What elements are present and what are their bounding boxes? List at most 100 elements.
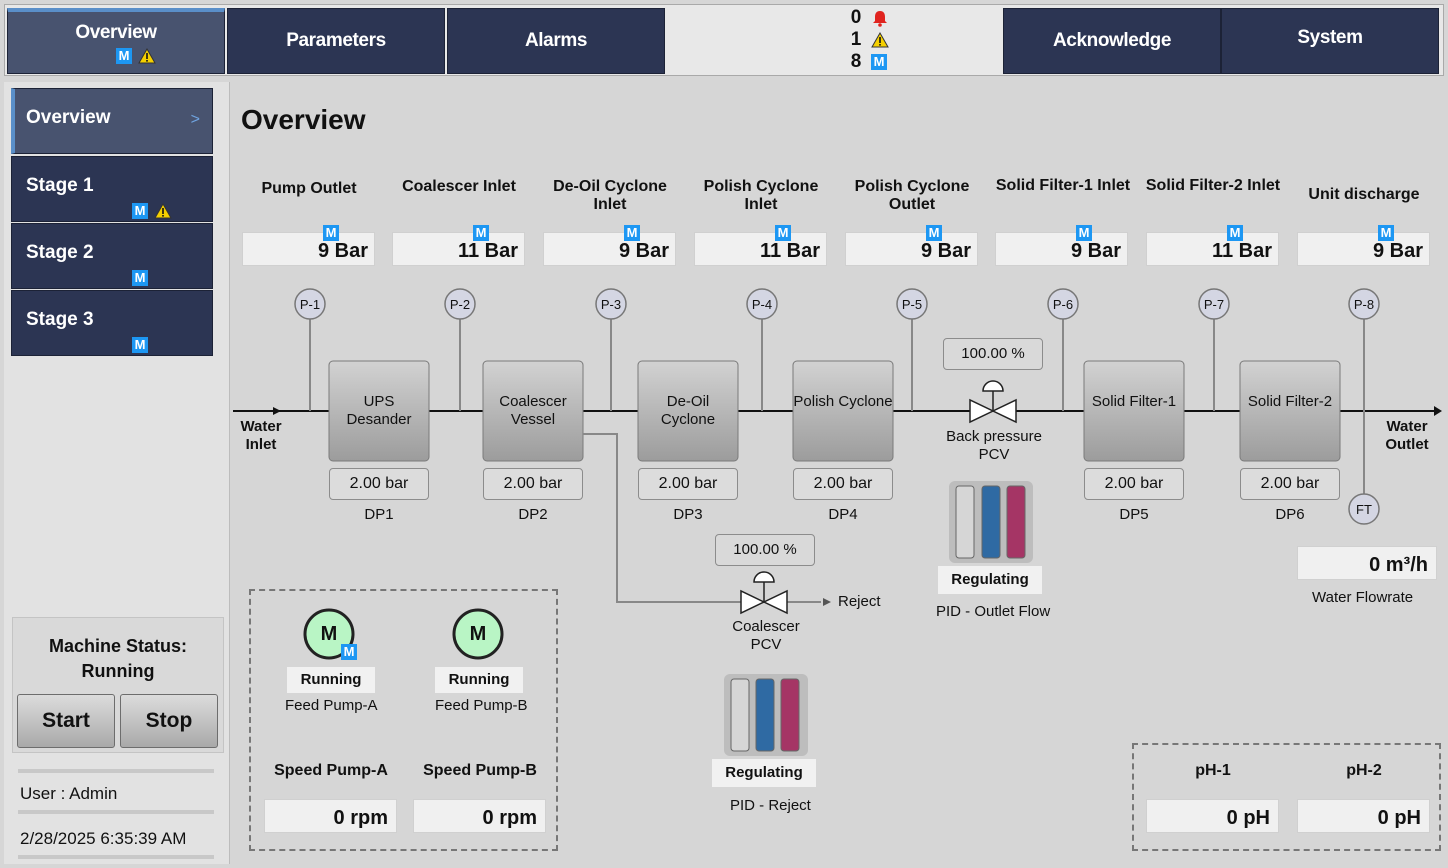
warning-icon [871, 32, 889, 48]
pump-a-motor-icon[interactable]: M [320, 623, 338, 645]
warning-icon [138, 47, 156, 63]
pid-reject-label: PID - Reject [730, 797, 811, 814]
system-label: System [1297, 27, 1363, 48]
pressure-value: 9 Bar [1070, 240, 1121, 262]
pump-b-name: Feed Pump-B [435, 697, 528, 714]
back-pressure-valve-icon [969, 380, 1017, 424]
water-outlet-label: Water Outlet [1385, 418, 1429, 453]
dp1-label: DP1 [364, 506, 394, 523]
sidebar-item-label: Overview [26, 107, 111, 128]
manual-mode-icon: M [1378, 225, 1394, 241]
coalescer-valve-icon [740, 571, 788, 615]
unit-discharge-label: Unit discharge [1308, 186, 1420, 203]
speed-pump-b-value: 0 rpm [413, 799, 546, 833]
start-button[interactable]: Start [17, 694, 115, 748]
vessel-de-oil-cyclone-label: De-Oil Cyclone [660, 393, 716, 428]
transmitter-stems [309, 319, 1365, 494]
polish-cyclone-outlet-label: Polish Cyclone Outlet [854, 178, 970, 213]
divider [18, 769, 214, 773]
stage-1-badges: M [132, 203, 172, 219]
vessel-solid-filter-1-label: Solid Filter-1 [1091, 393, 1177, 410]
sidebar-item-overview[interactable]: Overview > [11, 88, 213, 154]
dp5-value: 2.00 bar [1084, 468, 1184, 500]
ph-2-label: pH-2 [1346, 762, 1382, 779]
main-panel: Overview [231, 82, 1444, 864]
pump-outlet-label: Pump Outlet [261, 180, 357, 197]
pressure-value: 9 Bar [317, 240, 368, 262]
sidebar-item-stage-1[interactable]: Stage 1 M [11, 156, 213, 222]
machine-status-panel: Machine Status: Running Start Stop [12, 617, 224, 753]
divider [18, 855, 214, 859]
pump-b-status: Running [435, 667, 523, 693]
divider [18, 810, 214, 814]
p7-tag: P-7 [1203, 297, 1225, 312]
pressure-value: 9 Bar [1372, 240, 1423, 262]
pid-outlet-status[interactable]: Regulating [938, 566, 1042, 594]
dp2-label: DP2 [518, 506, 548, 523]
pid-reject-status[interactable]: Regulating [712, 759, 816, 787]
ft-tag: FT [1356, 502, 1372, 517]
inlet-arrow-icon [273, 407, 281, 415]
acknowledge-button[interactable]: Acknowledge [1003, 8, 1221, 74]
manual-mode-icon: M [1227, 225, 1243, 241]
pump-b-motor-icon[interactable]: M [469, 623, 487, 645]
pump-a-name: Feed Pump-A [285, 697, 378, 714]
vessel-shapes [328, 360, 1341, 462]
ph-panel [1132, 743, 1441, 851]
ph-2-value: 0 pH [1297, 799, 1430, 833]
pressure-value: 11 Bar [759, 240, 820, 262]
alarm-counter-row: 0 [841, 7, 921, 29]
tab-parameters[interactable]: Parameters [227, 8, 445, 74]
coalescer-inlet-label: Coalescer Inlet [402, 178, 516, 195]
manual-count: 8 [850, 51, 862, 72]
manual-mode-icon: M [323, 225, 339, 241]
warning-counter-row: 1 [841, 29, 921, 51]
pump-a-badges: M [341, 643, 357, 661]
pid-outlet-label: PID - Outlet Flow [936, 603, 1051, 620]
tab-overview[interactable]: Overview M [7, 8, 225, 74]
manual-mode-icon: M [341, 644, 357, 660]
vessel-ups-desander-label: UPS Desander [346, 393, 412, 428]
pressure-transmitter-icons [294, 288, 1380, 525]
stage-2-badges: M [132, 270, 148, 286]
manual-counter-row: 8 M [841, 51, 921, 73]
stage-3-badges: M [132, 337, 148, 353]
reject-arrow-icon [823, 598, 831, 606]
polish-cyclone-inlet-label: Polish Cyclone Inlet [703, 178, 819, 213]
back-pressure-pcv-position[interactable]: 100.00 % [943, 338, 1043, 370]
manual-mode-icon: M [132, 203, 148, 219]
top-navigation-bar: Overview M Parameters Alarms 0 1 8 M [4, 4, 1444, 76]
sidebar-item-stage-2[interactable]: Stage 2 M [11, 223, 213, 289]
stop-button[interactable]: Stop [120, 694, 218, 748]
warning-icon [154, 203, 172, 219]
system-button[interactable]: System [1221, 8, 1439, 74]
sidebar-item-stage-3[interactable]: Stage 3 M [11, 290, 213, 356]
page-title: Overview [241, 104, 366, 135]
machine-status-text: Machine Status: Running [13, 634, 223, 684]
pid-outlet-icon [949, 481, 1033, 563]
coalescer-pcv-position[interactable]: 100.00 % [715, 534, 815, 566]
dp6-label: DP6 [1275, 506, 1305, 523]
pressure-value: 11 Bar [1211, 240, 1272, 262]
chevron-right-icon: > [190, 111, 200, 128]
speed-pump-b-label: Speed Pump-B [423, 762, 537, 779]
coalescer-pcv-label: Coalescer PCV [732, 618, 800, 653]
manual-mode-icon: M [775, 225, 791, 241]
reject-label: Reject [838, 593, 881, 610]
tab-alarms[interactable]: Alarms [447, 8, 665, 74]
outlet-arrow-icon [1434, 406, 1442, 416]
dp2-value: 2.00 bar [483, 468, 583, 500]
pressure-value: 9 Bar [618, 240, 669, 262]
sidebar-item-label: Stage 3 [26, 309, 94, 330]
dp1-value: 2.00 bar [329, 468, 429, 500]
p6-tag: P-6 [1052, 297, 1074, 312]
speed-pump-a-label: Speed Pump-A [274, 762, 388, 779]
p4-tag: P-4 [751, 297, 773, 312]
p8-tag: P-8 [1353, 297, 1375, 312]
user-text: User : Admin [20, 784, 118, 803]
